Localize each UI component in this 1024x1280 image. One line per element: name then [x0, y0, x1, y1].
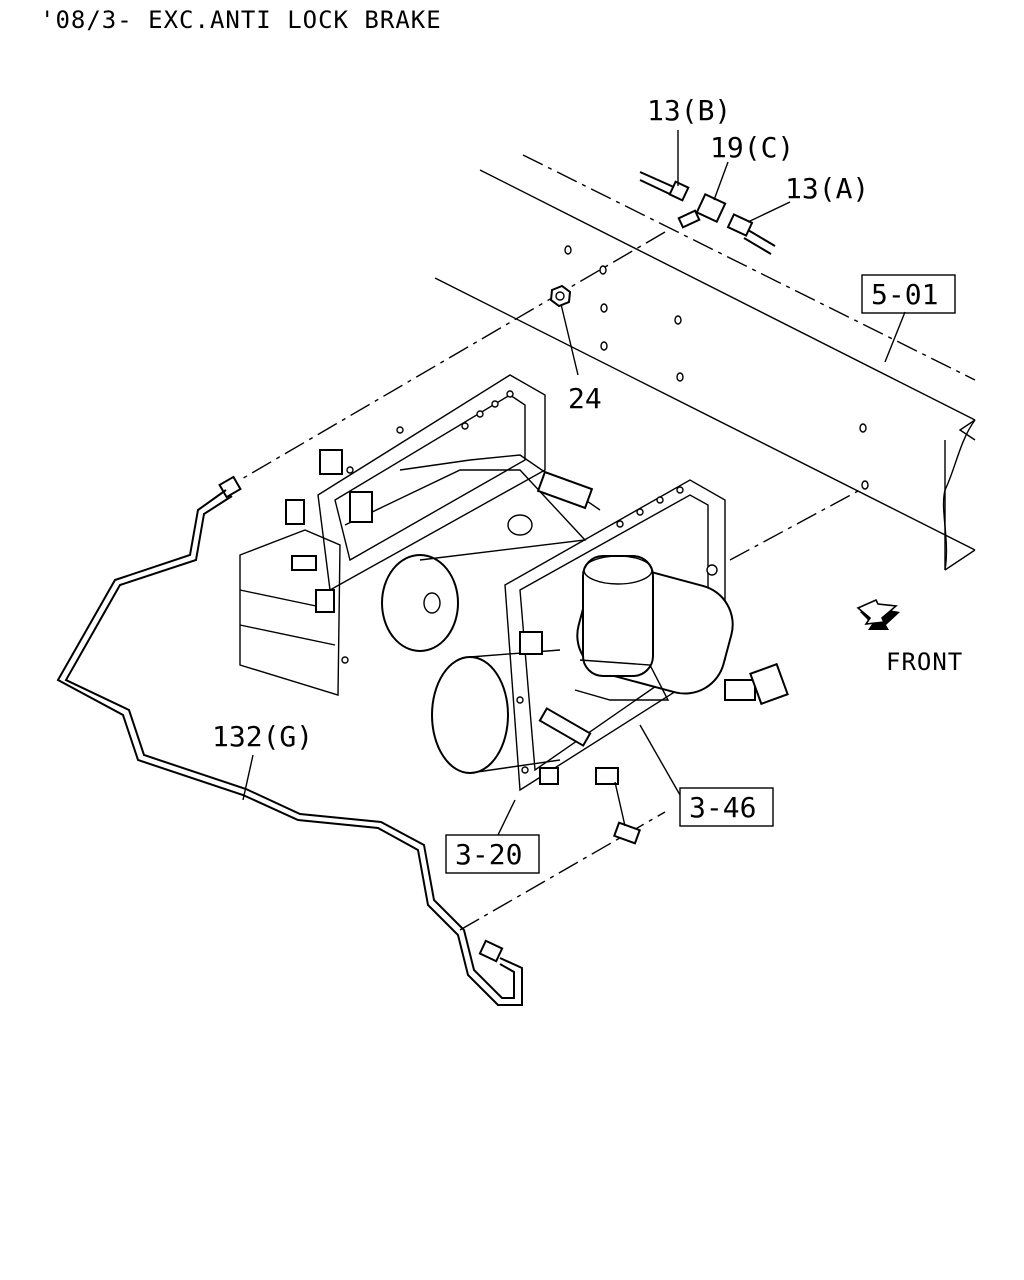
- callout-13b: 13(B): [647, 94, 731, 127]
- right-tank-assembly: [431, 479, 861, 845]
- frame-rail: [434, 154, 976, 571]
- ref-box-5-01: [861, 274, 956, 314]
- front-label: FRONT: [886, 648, 963, 676]
- callout-leaders: [242, 130, 906, 836]
- brake-pipe-132g: [56, 475, 666, 1006]
- callout-13a: 13(A): [785, 172, 869, 205]
- reference-3-46[interactable]: 3-46: [689, 791, 756, 824]
- front-arrow-icon: [856, 598, 900, 630]
- diagram-title: '08/3- EXC.ANTI LOCK BRAKE: [40, 6, 442, 34]
- callout-24: 24: [568, 382, 602, 415]
- ref-box-3-46: [679, 787, 774, 827]
- reference-5-01[interactable]: 5-01: [871, 278, 938, 311]
- brake-line-fittings: [239, 171, 776, 481]
- left-valve-assembly: [239, 374, 601, 696]
- ref-box-3-20: [445, 834, 540, 874]
- callout-132g: 132(G): [212, 720, 313, 753]
- callout-19c: 19(C): [710, 131, 794, 164]
- reference-3-20[interactable]: 3-20: [455, 838, 522, 871]
- nut-24: [549, 284, 572, 308]
